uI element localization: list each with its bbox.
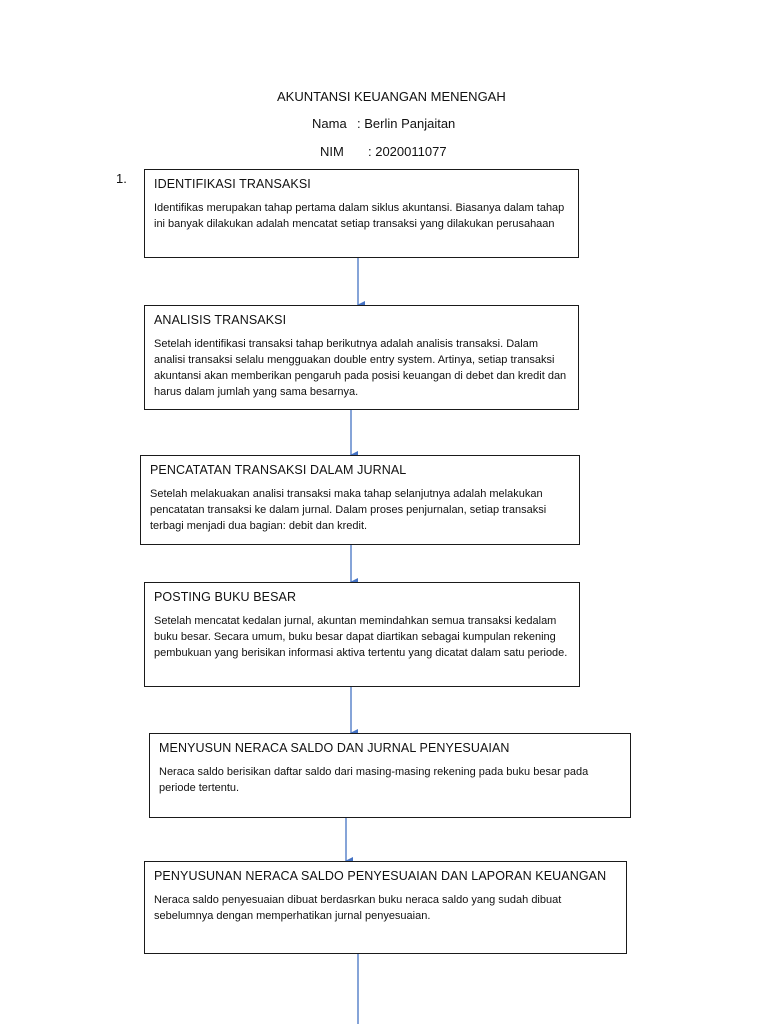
step-box: PENCATATAN TRANSAKSI DALAM JURNAL Setela… <box>140 455 580 545</box>
step-title: ANALISIS TRANSAKSI <box>154 313 287 327</box>
step-box: ANALISIS TRANSAKSI Setelah identifikasi … <box>144 305 579 410</box>
step-description: Setelah identifikasi transaksi tahap ber… <box>154 338 567 398</box>
step-description: Setelah melakuakan analisi transaksi mak… <box>150 488 547 532</box>
step-title: MENYUSUN NERACA SALDO DAN JURNAL PENYESU… <box>159 741 510 755</box>
list-number: 1. <box>116 171 127 186</box>
step-title: POSTING BUKU BESAR <box>154 590 297 604</box>
nim-value: : 2020011077 <box>368 144 447 159</box>
step-title: IDENTIFIKASI TRANSAKSI <box>154 177 311 191</box>
step-description: Neraca saldo berisikan daftar saldo dari… <box>159 766 589 794</box>
step-box: MENYUSUN NERACA SALDO DAN JURNAL PENYESU… <box>149 733 631 818</box>
step-description: Neraca saldo penyesuaian dibuat berdasrk… <box>154 894 562 922</box>
step-description: Identifikas merupakan tahap pertama dala… <box>154 202 565 230</box>
document-title: AKUNTANSI KEUANGAN MENENGAH <box>277 89 506 104</box>
name-value: : Berlin Panjaitan <box>357 116 456 131</box>
step-title: PENYUSUNAN NERACA SALDO PENYESUAIAN DAN … <box>154 869 607 883</box>
step-box: PENYUSUNAN NERACA SALDO PENYESUAIAN DAN … <box>144 861 627 954</box>
step-title: PENCATATAN TRANSAKSI DALAM JURNAL <box>150 463 407 477</box>
nim-label: NIM <box>320 144 344 159</box>
name-label: Nama <box>312 116 347 131</box>
step-box: POSTING BUKU BESAR Setelah mencatat keda… <box>144 582 580 687</box>
step-box: IDENTIFIKASI TRANSAKSI Identifikas merup… <box>144 169 579 258</box>
step-description: Setelah mencatat kedalan jurnal, akuntan… <box>154 615 568 659</box>
